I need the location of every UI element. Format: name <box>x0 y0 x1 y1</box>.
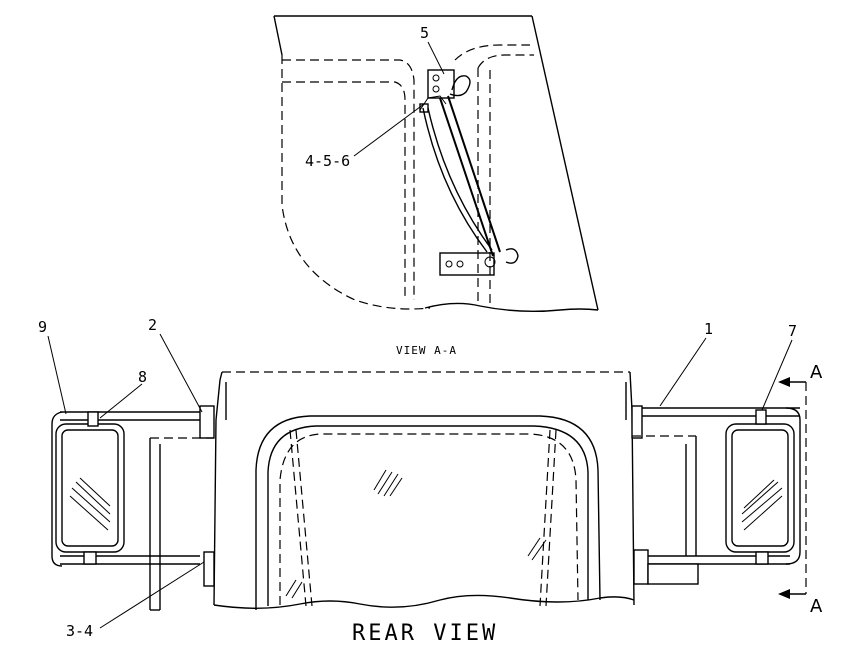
rear-view-leaders <box>47 333 793 629</box>
right-mirror-assembly <box>631 405 801 585</box>
rear-view-title: REAR VIEW <box>352 621 498 646</box>
left-mirror-assembly <box>51 405 215 611</box>
callout-9: 9 <box>38 318 47 336</box>
rear-view-cab <box>213 371 635 610</box>
callout-2: 2 <box>148 316 157 334</box>
callout-7: 7 <box>788 322 797 340</box>
callout-3-4: 3-4 <box>66 622 93 640</box>
callout-4-5-6: 4-5-6 <box>305 152 350 170</box>
section-label-a-top: A <box>810 362 823 383</box>
section-label-a-bottom: A <box>810 596 823 617</box>
view-a-a-detail <box>273 15 599 313</box>
section-cut-line <box>778 377 807 599</box>
view-title: VIEW A-A <box>396 344 457 357</box>
callout-5: 5 <box>420 24 429 42</box>
callout-1: 1 <box>704 320 713 338</box>
callout-8: 8 <box>138 368 147 386</box>
